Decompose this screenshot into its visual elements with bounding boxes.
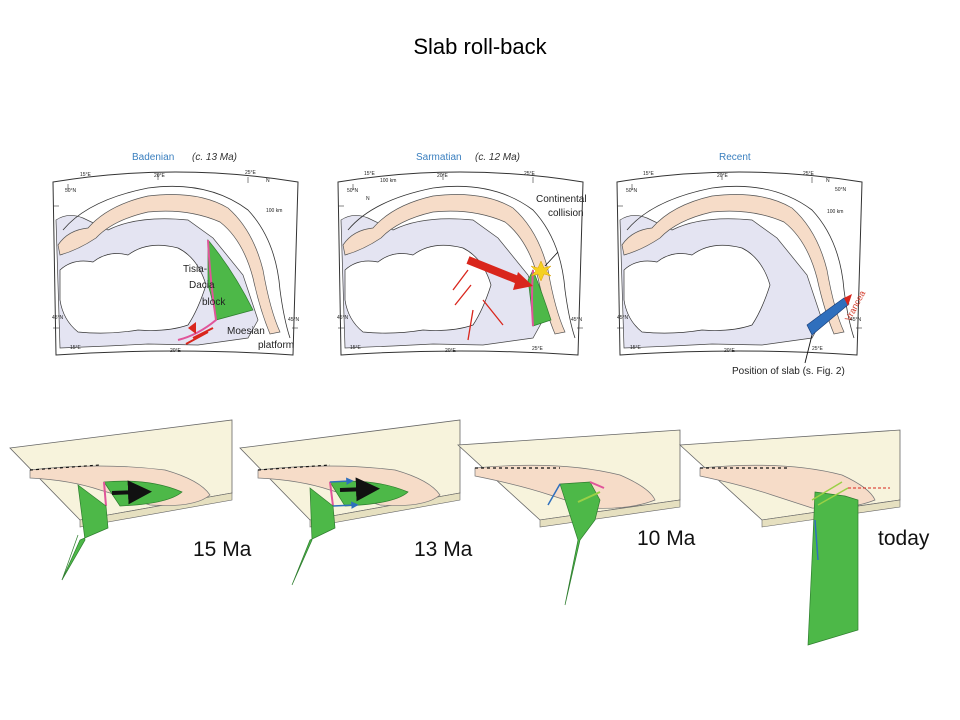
stage-label-13ma: 13 Ma [414, 538, 473, 561]
map2-label-collision: collision [548, 208, 584, 219]
map1-label-dacia: Dacia [189, 280, 215, 291]
map3-coord-25e: 25°E [803, 171, 815, 177]
map1-coord-15e-bottom: 15°E [70, 345, 82, 351]
map3-coord-15e-bottom: 15°E [630, 345, 642, 351]
map3-scale: 100 km [827, 209, 843, 215]
map2-north-arrow: N [366, 196, 370, 202]
block-15ma [9, 419, 233, 581]
map3-coord-15e: 15°E [643, 171, 655, 177]
map3-coord-25e-bottom: 25°E [812, 346, 824, 352]
map1-age: (c. 13 Ma) [192, 152, 237, 163]
block-today [679, 429, 901, 646]
map1-scale: 100 km [266, 208, 282, 214]
block-10ma [457, 429, 681, 606]
map3-coord-50n-right: 50°N [835, 187, 847, 193]
map1-title: Badenian [132, 152, 174, 163]
map2-coord-50n: 50°N [347, 188, 359, 194]
map1-coord-15e: 15°E [80, 172, 92, 178]
map-badenian [52, 171, 299, 356]
map1-label-platform: platform [258, 340, 294, 351]
map2-coord-15e: 15°E [364, 171, 376, 177]
map1-coord-45n-left: 45°N [52, 315, 64, 321]
map-recent [616, 171, 863, 364]
stage-label-15ma: 15 Ma [193, 538, 252, 561]
map3-coord-20e-bottom: 20°E [724, 348, 736, 354]
map2-coord-45n-right: 45°N [571, 317, 583, 323]
map2-coord-20e: 20°E [437, 173, 449, 179]
map1-label-tisia: Tisia- [183, 264, 207, 275]
map3-coord-45n-left: 45°N [617, 315, 629, 321]
map2-label-continental: Continental [536, 194, 587, 205]
map3-title: Recent [719, 152, 751, 163]
map2-coord-20e-bottom: 20°E [445, 348, 457, 354]
map1-north-arrow: N [266, 178, 270, 184]
stage-label-10ma: 10 Ma [637, 527, 696, 550]
map-sarmatian [337, 171, 584, 356]
map1-coord-25e: 25°E [245, 170, 257, 176]
map2-coord-25e: 25°E [524, 171, 536, 177]
map1-label-block: block [202, 297, 226, 308]
map1-label-moesian: Moesian [227, 326, 265, 337]
map3-coord-45n-right: 45°N [850, 317, 862, 323]
map2-coord-25e-bottom: 25°E [532, 346, 544, 352]
map3-coord-50n-left: 50°N [626, 188, 638, 194]
map2-title: Sarmatian [416, 152, 462, 163]
map1-coord-20e: 20°E [154, 173, 166, 179]
map3-coord-20e: 20°E [717, 173, 729, 179]
map2-age: (c. 12 Ma) [475, 152, 520, 163]
map1-coord-50n: 50°N [65, 188, 77, 194]
page-title: Slab roll-back [413, 34, 547, 59]
map3-label-slab-position: Position of slab (s. Fig. 2) [732, 366, 845, 377]
stage-label-today: today [878, 527, 930, 550]
map2-coord-45n-left: 45°N [337, 315, 349, 321]
map2-coord-15e-bottom: 15°E [350, 345, 362, 351]
map2-scale: 100 km [380, 178, 396, 184]
block-13ma [239, 419, 461, 586]
map3-north-arrow: N [826, 178, 830, 184]
map1-coord-20e-bottom: 20°E [170, 348, 182, 354]
map1-coord-45n-right: 45°N [288, 317, 300, 323]
